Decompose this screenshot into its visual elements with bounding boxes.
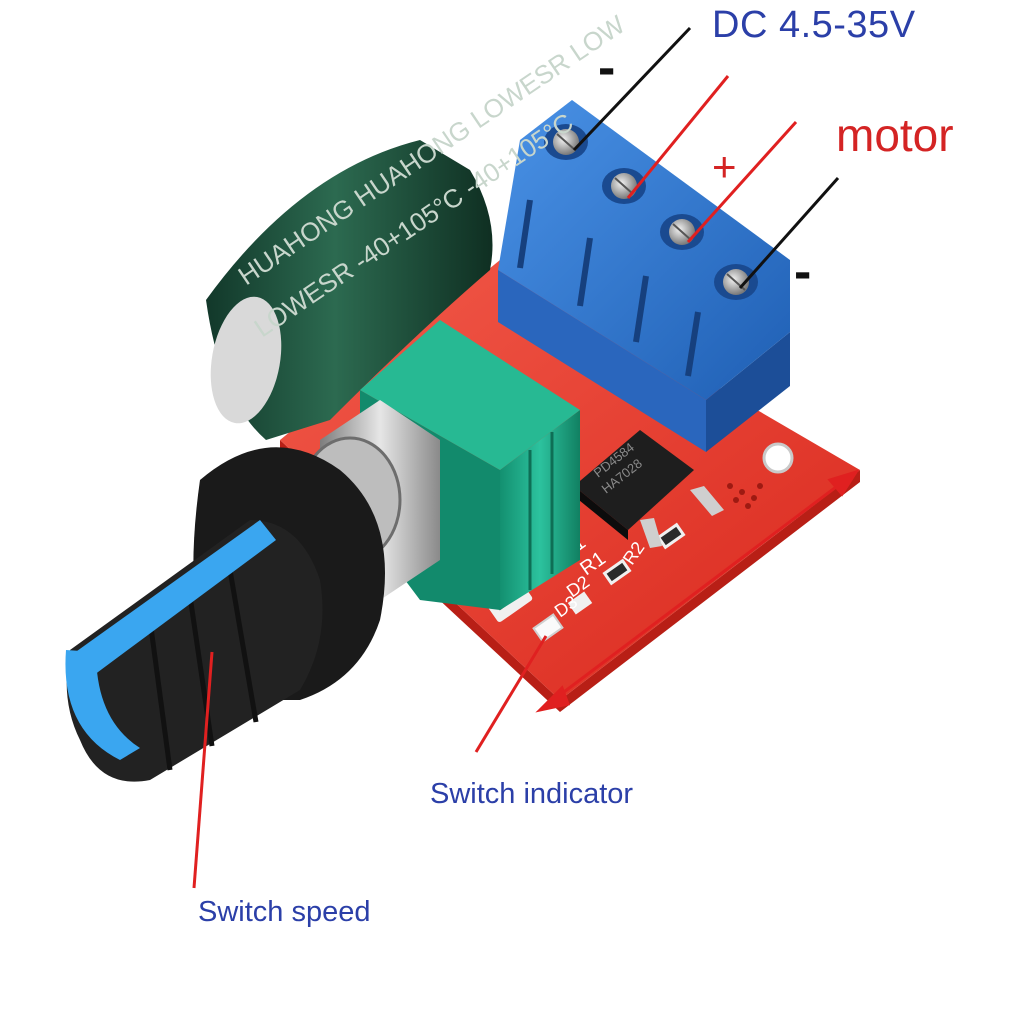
terminal-screws: [544, 124, 758, 300]
led-icon: [532, 613, 564, 643]
vias: [727, 483, 763, 509]
terminal-front: [498, 270, 706, 452]
switch-indicator-label: Switch indicator: [430, 778, 634, 810]
leader-switch-indicator: [474, 635, 548, 753]
resistor-r1-icon: [602, 558, 632, 586]
arrow-head-right-icon: [827, 469, 860, 497]
leader-power-minus: [572, 26, 692, 152]
capacitor-sleeve-stripe: [210, 296, 282, 424]
leader-lines: [192, 26, 860, 889]
voltage-label: DC 4.5-35V: [712, 4, 916, 46]
mounting-hole-icon: [762, 442, 794, 474]
leader-power-plus: [626, 75, 730, 199]
leader-motor-minus: [738, 177, 840, 289]
power-minus-label: -: [598, 39, 616, 97]
arrow-head-left-icon: [535, 685, 571, 713]
terminal-top: [498, 100, 790, 400]
knob-icon: [65, 447, 385, 782]
dimension-arrow-line: [547, 476, 849, 706]
screw-terminal-icon: [498, 100, 790, 452]
terminal-dividers: [517, 199, 701, 377]
pot-body-side: [500, 410, 580, 610]
pad-d3: [567, 591, 593, 615]
motor-label: motor: [836, 109, 954, 161]
knob-grip-ridges: [147, 569, 259, 771]
knob-indicator-stripe: [70, 520, 276, 678]
leader-motor-plus: [686, 120, 798, 244]
knob-body: [66, 520, 323, 782]
mosfet-chip-icon: PD4584 HA7028: [574, 430, 724, 548]
leader-switch-speed: [192, 651, 214, 889]
resistor-r2-icon: [656, 522, 686, 550]
knob-end-cap: [65, 650, 140, 760]
power-plus-label: +: [712, 143, 737, 190]
terminal-side: [706, 332, 790, 452]
motor-minus-label: -: [794, 243, 812, 301]
switch-speed-label: Switch speed: [198, 896, 371, 928]
pot-body-top: [360, 320, 580, 470]
